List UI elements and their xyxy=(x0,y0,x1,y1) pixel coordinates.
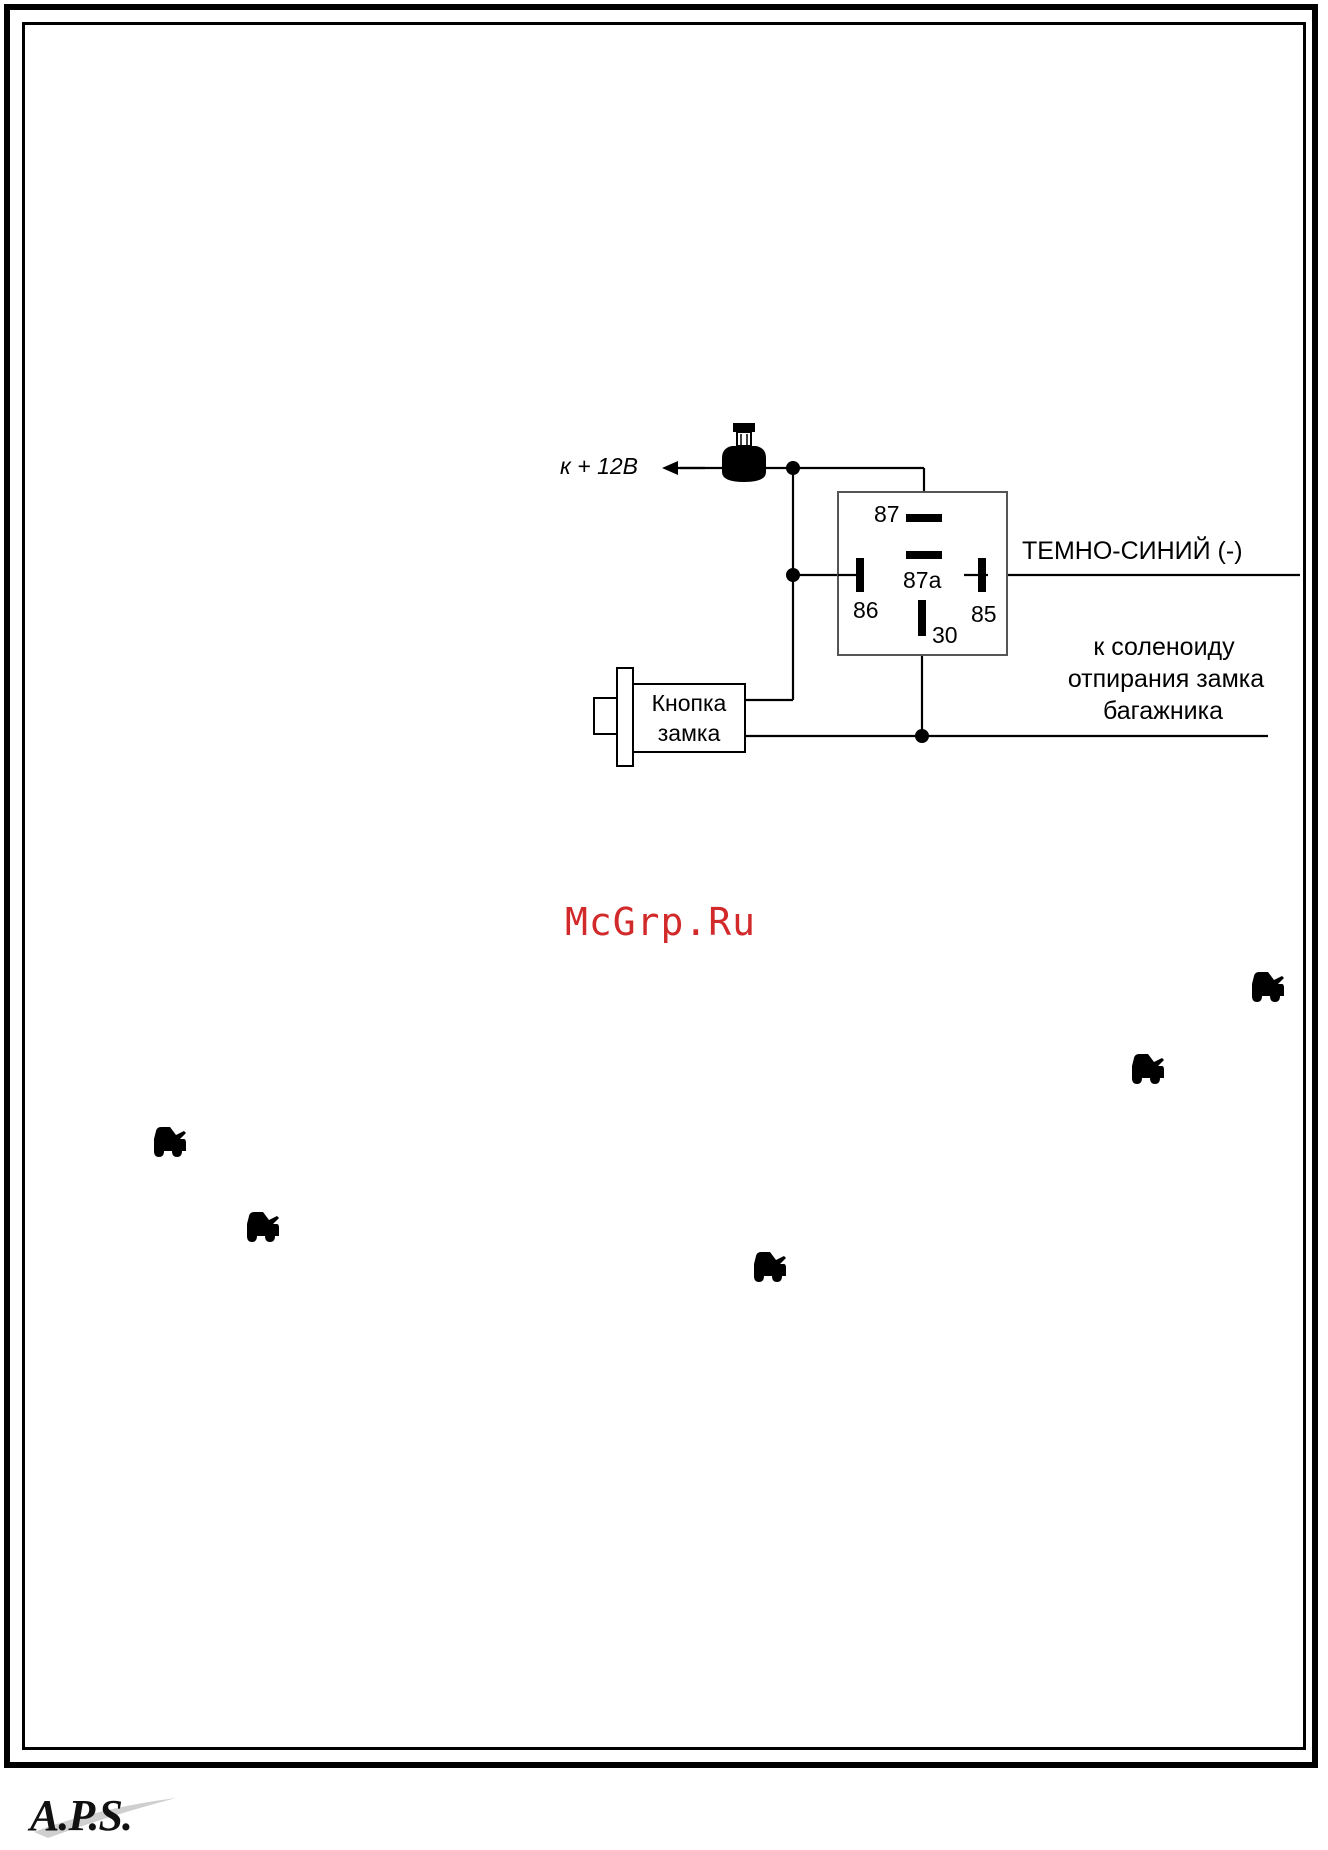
solenoid-label-line-3: багажника xyxy=(1103,697,1223,725)
button-label-line-1: Кнопка xyxy=(652,690,727,716)
trunk-car-icon xyxy=(1248,970,1286,1004)
junction-dot xyxy=(786,568,800,582)
dark-blue-wire-label: ТЕМНО-СИНИЙ (-) xyxy=(1022,535,1243,565)
pin-30-label: 30 xyxy=(932,622,958,648)
contact-87a xyxy=(906,551,942,559)
junction-dot xyxy=(915,729,929,743)
pin-85-label: 85 xyxy=(971,601,997,627)
watermark-text: McGrp.Ru xyxy=(565,900,756,944)
supply-label: к + 12В xyxy=(560,453,638,479)
trunk-car-icon xyxy=(1128,1052,1166,1086)
pin-86-label: 86 xyxy=(853,597,879,623)
aps-logo: A.P.S. xyxy=(30,1790,132,1841)
button-label-line-2: замка xyxy=(658,720,721,746)
contact-30 xyxy=(918,600,926,636)
arrow-left-icon xyxy=(662,461,678,475)
pin-87a-label: 87a xyxy=(903,567,942,593)
junction-dot xyxy=(786,461,800,475)
pin-87-label: 87 xyxy=(874,501,900,527)
solenoid-label-line-2: отпирания замка xyxy=(1068,665,1264,693)
contact-86 xyxy=(856,558,864,592)
trunk-car-icon xyxy=(150,1125,188,1159)
fuse-icon xyxy=(722,423,766,482)
contact-87 xyxy=(906,514,942,522)
trunk-button xyxy=(594,668,745,766)
solenoid-label-line-1: к соленоиду xyxy=(1093,633,1235,661)
trunk-car-icon xyxy=(750,1250,788,1284)
trunk-car-icon xyxy=(243,1210,281,1244)
